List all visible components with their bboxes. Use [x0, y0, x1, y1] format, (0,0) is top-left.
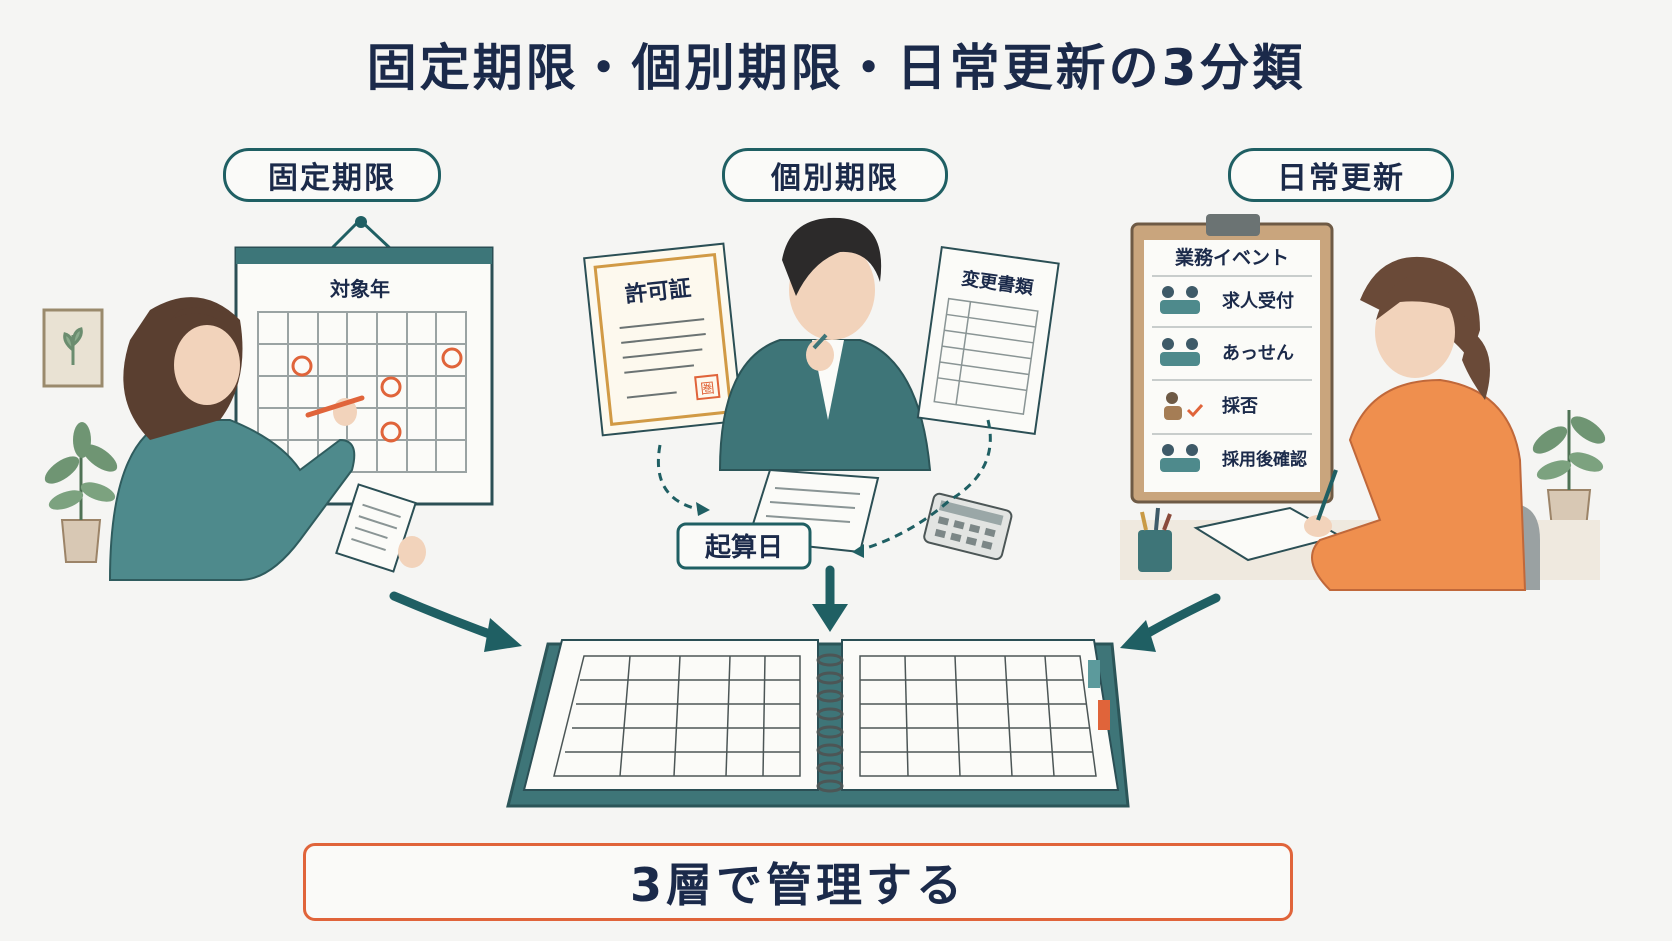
- flow-arrows: [389, 565, 1221, 652]
- woman-writing-calendar: [108, 297, 426, 581]
- calendar-title: 対象年: [329, 277, 390, 301]
- permit-certificate: 許可証 圏: [583, 242, 744, 437]
- individual-deadline-illustration: 許可証 圏 変: [583, 217, 1060, 570]
- category-label-individual: 個別期限: [722, 148, 948, 202]
- clipboard-title: 業務イベント: [1174, 246, 1289, 269]
- dashed-arrow-left: [656, 444, 703, 512]
- people-icon: [1160, 286, 1200, 314]
- event-item: 求人受付: [1222, 290, 1294, 312]
- binder-notebook: [506, 639, 1130, 808]
- start-date-box: [676, 522, 812, 570]
- pen-cup-icon: [1138, 507, 1172, 572]
- category-label-fixed: 固定期限: [223, 148, 441, 202]
- potted-plant-icon: [44, 422, 118, 563]
- fixed-deadline-illustration: 対象年: [42, 216, 494, 581]
- summary-box: 3層で管理する: [303, 843, 1293, 921]
- tab-teal: [1088, 660, 1100, 688]
- person-check-icon: [1164, 392, 1204, 420]
- event-item: あっせん: [1222, 343, 1294, 364]
- right-page-grid: [859, 655, 1097, 777]
- people-icon: [1160, 338, 1200, 366]
- clipboard: 業務イベント 求人受付 あっせん 採否 採用後確認: [1130, 214, 1334, 504]
- woman-writing-notebook: [1304, 256, 1527, 591]
- event-icons: [1160, 286, 1204, 472]
- event-item: 採用後確認: [1222, 449, 1307, 470]
- potted-plant-icon: [1532, 410, 1606, 529]
- stamp-mark: 圏: [700, 380, 716, 397]
- binder-rings: [816, 653, 844, 793]
- calculator-icon: [923, 492, 1013, 561]
- page-title: 固定期限・個別期限・日常更新の3分類: [366, 39, 1306, 97]
- event-item: 採否: [1222, 395, 1258, 417]
- frame-plant-icon: [63, 327, 83, 365]
- change-documents: 変更書類: [916, 246, 1060, 436]
- daily-update-illustration: 業務イベント 求人受付 あっせん 採否 採用後確認: [1120, 214, 1606, 591]
- category-label-daily: 日常更新: [1228, 148, 1454, 202]
- people-icon: [1160, 444, 1200, 472]
- left-page-grid: [553, 655, 801, 777]
- dashed-arrow-right: [859, 419, 992, 552]
- tab-orange: [1098, 700, 1110, 730]
- man-thinking: [718, 217, 932, 471]
- start-date-label: 起算日: [705, 532, 783, 563]
